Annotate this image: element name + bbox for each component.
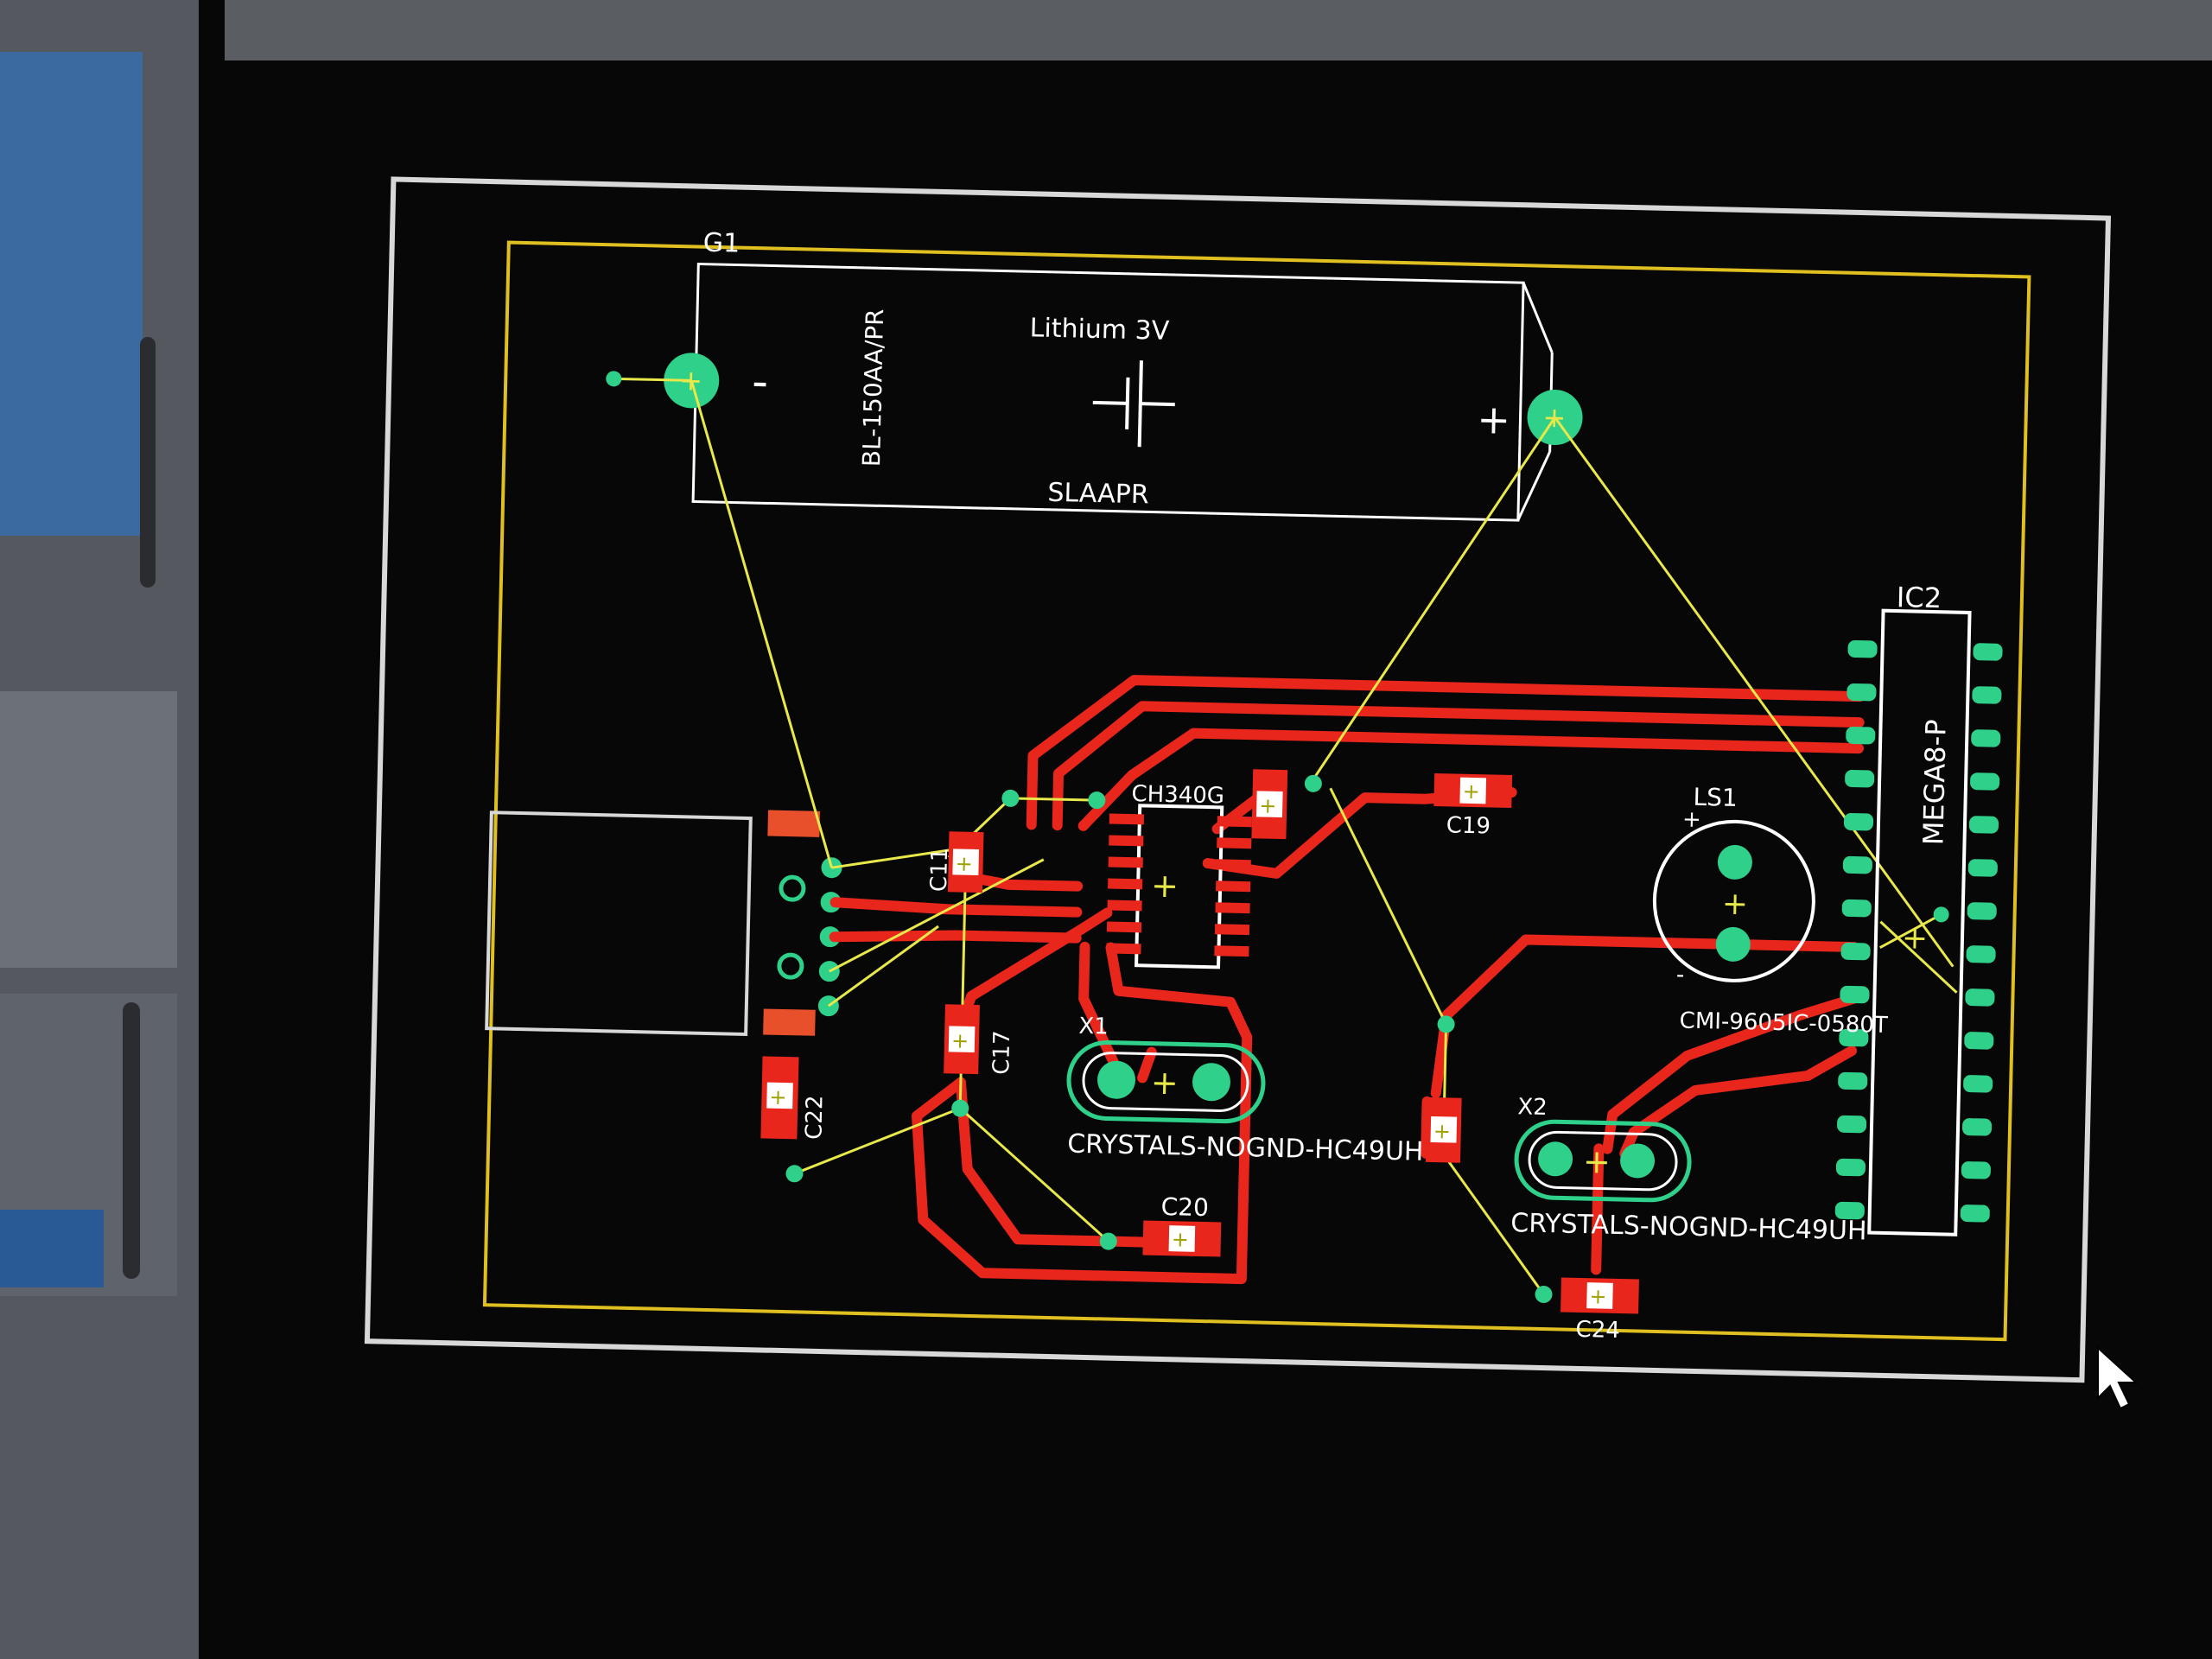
usb-ic-ch340g[interactable]: + (1106, 804, 1252, 969)
capacitor-c19[interactable]: + (1433, 772, 1513, 809)
capacitor-c11[interactable]: + (947, 831, 984, 893)
mcu-megab[interactable]: + (1834, 608, 2003, 1236)
svg-text:+: + (951, 1028, 969, 1052)
capacitor-c17-label: C17 (988, 1030, 1015, 1075)
usb-pad[interactable] (767, 810, 820, 837)
battery-part: BL-150AA/PR (857, 308, 889, 467)
battery-value: Lithium 3V (1029, 313, 1170, 346)
capacitor-small[interactable]: + (1425, 1096, 1462, 1163)
crystal-x2[interactable]: + (1514, 1119, 1692, 1203)
via-points[interactable] (586, 371, 1961, 1312)
speaker-plus: + (1682, 807, 1701, 833)
battery-contact-line (1516, 451, 1552, 521)
usb-ic-name: CH340G (1131, 781, 1224, 809)
svg-text:+: + (1902, 920, 1929, 957)
speaker-outline (1652, 819, 1815, 982)
capacitor-c22-label: C22 (801, 1095, 828, 1140)
scrollbar-thumb[interactable] (140, 337, 156, 588)
battery-contact-line (1522, 282, 1554, 353)
svg-text:+: + (1462, 779, 1480, 804)
speaker-pad[interactable] (1717, 844, 1752, 880)
svg-text:+: + (1433, 1119, 1451, 1143)
panel-tile (0, 52, 143, 536)
speaker-value: CMI-9605IC-0580T (1679, 1008, 1888, 1039)
board-outline (482, 240, 2031, 1342)
speaker-minus: - (1676, 962, 1685, 988)
svg-text:+: + (955, 851, 973, 875)
battery-package: SLAAPR (1047, 478, 1149, 511)
svg-text:+: + (1172, 1227, 1190, 1251)
battery-plus-label: + (1477, 396, 1511, 443)
selected-tile[interactable] (0, 1210, 104, 1287)
battery-name: G1 (702, 228, 740, 259)
mcu-name: IC2 (1897, 581, 1942, 614)
svg-text:+: + (1150, 1064, 1179, 1103)
drawing-frame (364, 176, 2112, 1383)
crystal-x2-name: X2 (1517, 1094, 1548, 1121)
crystal-x1[interactable]: + (1066, 1039, 1266, 1124)
capacitor-c17[interactable]: + (944, 1004, 980, 1075)
capacitor-small[interactable]: + (1251, 769, 1288, 840)
airwires (613, 377, 1958, 1295)
capacitor-c20-label: C20 (1160, 1192, 1209, 1222)
capacitor-c19-label: C19 (1446, 812, 1491, 839)
crystal-x1-value: CRYSTALS-NOGND-HC49UH (1067, 1128, 1424, 1166)
svg-text:+: + (1589, 1284, 1607, 1308)
crystal-x2-value: CRYSTALS-NOGND-HC49UH (1510, 1208, 1867, 1246)
origin-cross: + (1721, 887, 1748, 923)
capacitor-c11-label: C11 (926, 847, 953, 892)
battery-minus-label: - (752, 356, 769, 408)
speaker-pad[interactable] (1715, 926, 1751, 962)
scrollbar-thumb[interactable] (123, 1002, 140, 1279)
speaker-name: LS1 (1693, 783, 1738, 812)
crystal-x1-name: X1 (1078, 1014, 1109, 1040)
panel-tile (0, 691, 177, 968)
copper-traces (829, 675, 1866, 1285)
capacitor-c20[interactable]: + (1142, 1220, 1222, 1257)
capacitor-c24-label: C24 (1575, 1317, 1620, 1344)
svg-text:+: + (1259, 793, 1277, 817)
capacitor-c22[interactable]: + (760, 1056, 799, 1140)
svg-text:+: + (1583, 1142, 1611, 1181)
battery-symbol (1092, 360, 1175, 448)
window-top-strip (225, 0, 2212, 60)
side-panel (0, 0, 225, 1659)
usb-pad[interactable] (763, 1008, 816, 1036)
mouse-cursor-icon (2097, 1345, 2139, 1410)
usb-holes (777, 874, 806, 980)
usb-connector-outline (485, 810, 753, 1037)
svg-text:+: + (769, 1085, 787, 1109)
mcu-value: MEGA8-P (1916, 719, 1952, 846)
capacitor-c24[interactable]: + (1560, 1277, 1639, 1314)
svg-text:+: + (1151, 867, 1179, 906)
